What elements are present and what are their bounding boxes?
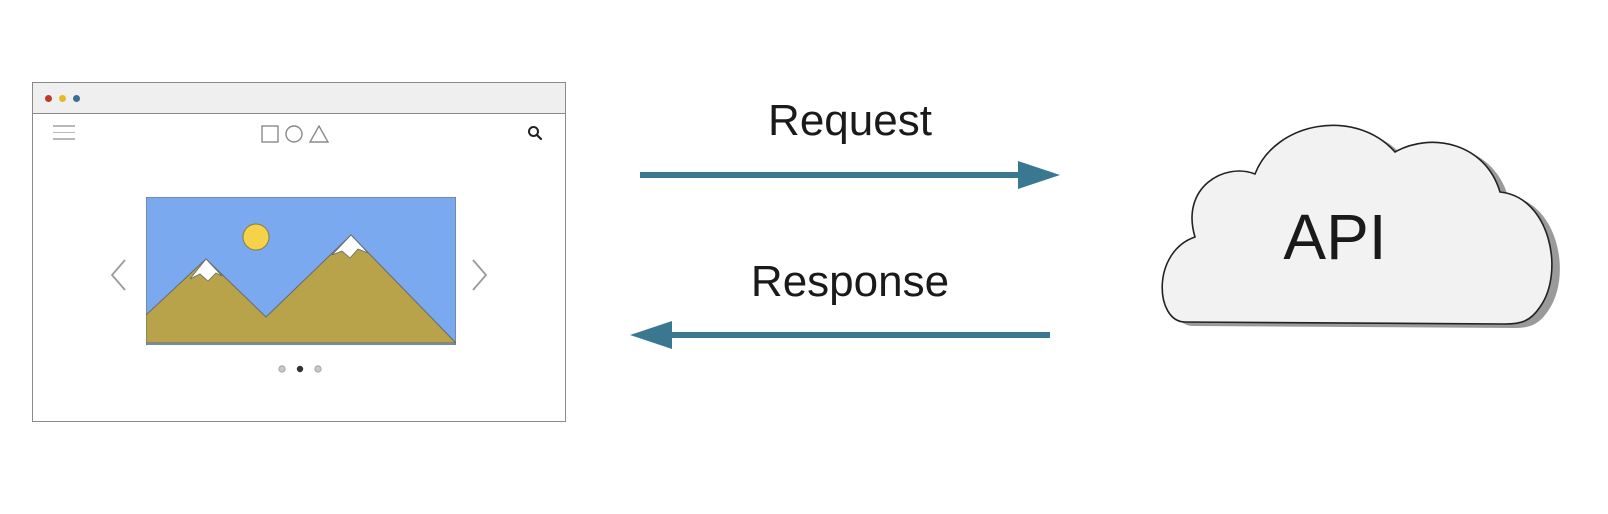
triangle-icon [308,125,330,143]
circle-icon [285,125,303,143]
cloud-body [1161,124,1553,325]
api-label: API [1283,201,1387,273]
snow-cap-right [331,234,369,259]
landscape-image [146,197,456,345]
snow-cap-left [189,258,223,282]
window-close-dot [45,95,52,102]
request-arrow [640,161,1060,189]
browser-titlebar [33,83,565,114]
chevron-right-icon [472,259,488,291]
request-label: Request [768,96,932,145]
carousel-dot [278,365,286,373]
sun [242,223,270,251]
carousel-dots [278,365,322,373]
carousel-dot [314,365,322,373]
square-icon [261,125,279,143]
window-minimize-dot [59,95,66,102]
cloud-icon [1161,124,1560,328]
search-icon [528,126,543,141]
browser-window [32,82,566,422]
logo-shapes [261,125,330,143]
carousel-dot-active [296,365,304,373]
window-maximize-dot [73,95,80,102]
chevron-left-icon [110,259,126,291]
hamburger-menu-icon [53,125,75,143]
response-arrow [630,321,1050,349]
response-label: Response [750,257,950,306]
